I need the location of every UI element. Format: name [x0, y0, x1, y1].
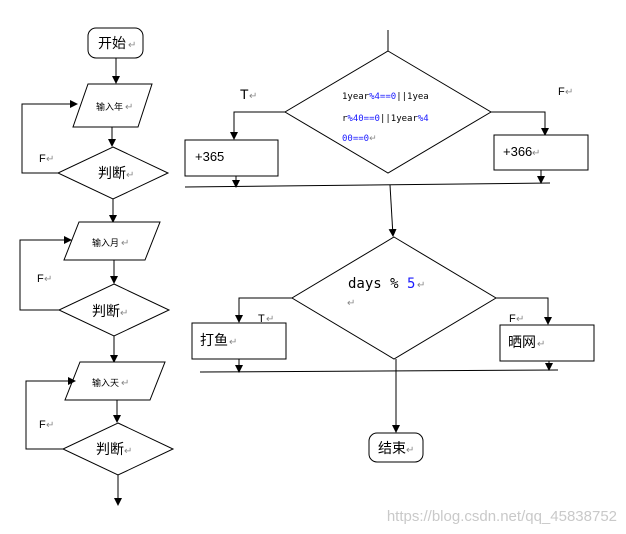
return-mark: ↵	[126, 170, 134, 181]
return-mark: ↵	[229, 337, 237, 348]
return-mark: ↵	[121, 378, 129, 389]
true-branch-arrow	[230, 111, 285, 140]
days-mod-value: 5	[407, 276, 415, 292]
add-365-label: +365	[195, 149, 224, 164]
merge-line-2	[199, 369, 559, 373]
net-branch-arrow	[496, 297, 552, 325]
false-label: F	[558, 86, 565, 98]
loop-back-arrow-1	[21, 100, 78, 174]
start-label: 开始	[98, 36, 126, 52]
leap-year-condition-line-2: r%40==0||1year%4	[342, 114, 429, 124]
return-mark: ↵	[249, 91, 257, 102]
add-366-box	[493, 134, 589, 171]
fishing-box	[191, 322, 287, 360]
true-label: T	[240, 86, 249, 102]
return-mark: ↵	[121, 238, 129, 249]
return-mark: ↵	[347, 298, 355, 309]
days-mod-expression: days %	[348, 276, 407, 292]
return-mark: ↵	[44, 274, 52, 285]
return-mark: ↵	[406, 445, 414, 456]
leap-year-condition-line-1: 1year%4==0||1yea	[342, 92, 429, 102]
loop-label-1: F	[39, 153, 46, 165]
loop-back-arrow-3	[25, 377, 76, 450]
fish-branch-arrow	[235, 297, 292, 323]
input-day-label: 输入天	[92, 377, 119, 389]
fishing-label: 打鱼	[200, 332, 228, 349]
input-month-label: 输入月	[92, 237, 119, 249]
false-branch-arrow	[491, 111, 549, 136]
return-mark: ↵	[532, 148, 540, 159]
arrow-to-days-condition	[388, 184, 397, 237]
loop-label-3: F	[39, 419, 46, 431]
return-mark: ↵	[46, 154, 54, 165]
judge-1-label: 判断	[98, 166, 126, 182]
merge-line-1	[184, 182, 551, 188]
false-label-2: F	[509, 313, 516, 325]
return-mark: ↵	[125, 102, 133, 113]
return-mark: ↵	[124, 446, 132, 457]
return-mark: ↵	[46, 420, 54, 431]
judge-3-label: 判断	[96, 442, 124, 458]
input-year-label: 输入年	[96, 101, 123, 113]
add-365-box	[184, 139, 279, 177]
judge-2-label: 判断	[92, 304, 120, 320]
input-year-parallelogram	[72, 83, 153, 128]
return-mark: ↵	[266, 314, 274, 325]
end-terminator	[368, 432, 424, 463]
leap-year-condition-line-3: 00==0↵	[342, 134, 377, 144]
input-day-parallelogram	[64, 361, 166, 401]
days-mod-condition-diamond	[291, 236, 497, 360]
leap-year-condition-diamond	[284, 50, 492, 174]
add-366-label: +366	[503, 144, 532, 159]
loop-label-2: F	[37, 273, 44, 285]
return-mark: ↵	[120, 308, 128, 319]
watermark: https://blog.csdn.net/qq_45838752	[387, 508, 617, 525]
days-mod-condition: days % 5	[348, 276, 415, 292]
net-drying-label: 晒网	[508, 335, 536, 351]
end-label: 结束	[378, 441, 406, 457]
true-label-2: T	[258, 313, 265, 325]
return-mark: ↵	[516, 314, 524, 325]
return-mark: ↵	[417, 280, 425, 291]
return-mark: ↵	[537, 339, 545, 350]
input-month-parallelogram	[63, 221, 161, 261]
net-drying-box	[499, 324, 595, 362]
return-mark: ↵	[128, 40, 136, 51]
loop-back-arrow-2	[19, 236, 72, 311]
return-mark: ↵	[565, 87, 573, 98]
